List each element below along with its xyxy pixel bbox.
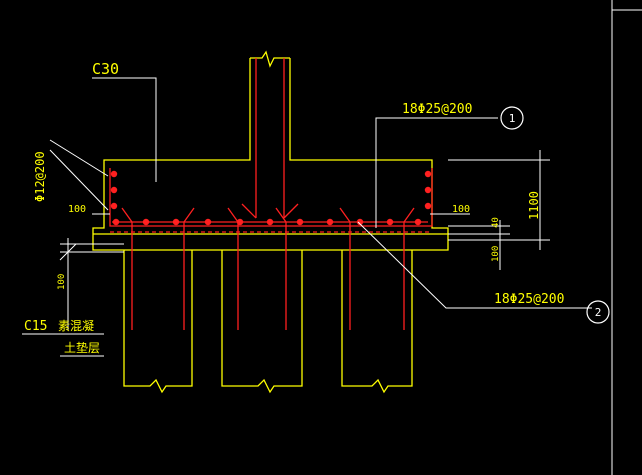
callout-1-label: 1 — [509, 112, 516, 125]
side-bar-label: Φ12@200 — [33, 151, 47, 202]
rebar-dot — [356, 218, 364, 226]
callout-1: 1 — [500, 106, 524, 130]
dim-40: 40 — [491, 217, 501, 228]
top-bar-label: 18Φ25@200 — [402, 102, 472, 117]
rebar-dot — [326, 218, 334, 226]
dim-left-100: 100 — [68, 204, 86, 215]
rebar-dot — [236, 218, 244, 226]
rebar-dot — [204, 218, 212, 226]
bottom-bar-label: 18Φ25@200 — [494, 292, 564, 307]
rebar-lines — [109, 58, 433, 330]
rebar-dot — [110, 170, 118, 178]
bedding-grade-label: C15 — [24, 319, 47, 334]
rebar-dot — [112, 218, 120, 226]
callout-2-label: 2 — [595, 306, 602, 319]
rebar-dot — [414, 218, 422, 226]
dim-height-1100: 1100 — [527, 191, 541, 220]
footing-outline — [92, 50, 449, 394]
rebar-dot — [296, 218, 304, 226]
rebar-dot — [424, 186, 432, 194]
dim-base-100-right: 100 — [491, 246, 501, 262]
dim-base-100-left: 100 — [57, 274, 67, 290]
annotation-lines — [22, 77, 592, 357]
callout-2: 2 — [586, 300, 610, 324]
rebar-dot — [424, 170, 432, 178]
rebar-dot — [142, 218, 150, 226]
rebar-dot — [386, 218, 394, 226]
rebar-dot — [110, 202, 118, 210]
rebar-dots — [110, 170, 432, 226]
rebar-dot — [266, 218, 274, 226]
drawing-frame — [611, 0, 642, 475]
bedding-material-label: 素混凝 — [58, 318, 94, 333]
rebar-dot — [424, 202, 432, 210]
concrete-grade-label: C30 — [92, 60, 119, 78]
rebar-dot — [110, 186, 118, 194]
rebar-dot — [172, 218, 180, 226]
bedding-layer-label: 土垫层 — [64, 340, 100, 355]
dim-right-100: 100 — [452, 204, 470, 215]
